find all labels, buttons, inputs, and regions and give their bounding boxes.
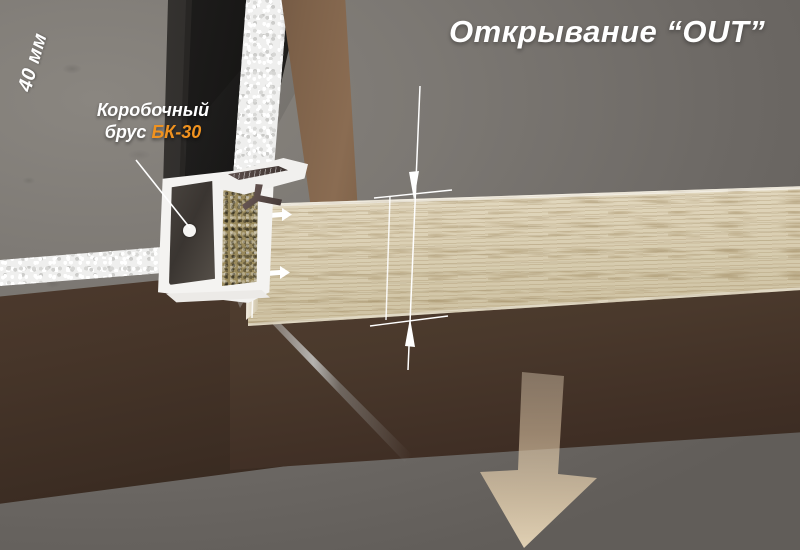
callout-line-2: брус (104, 121, 147, 142)
callout-leader-line (135, 159, 191, 229)
callout-line-1: Коробочный (96, 100, 210, 120)
profile-leader-anchor-dot (183, 224, 196, 237)
page-title: Открывание “OUT” (449, 14, 766, 49)
opening-direction-arrow (480, 372, 597, 548)
dimension-40mm (369, 85, 453, 371)
bk-30-frame-profile (158, 158, 308, 312)
callout-product-code: БК-30 (151, 121, 202, 142)
callout-label: Коробочный брус БК-30 (58, 100, 248, 144)
